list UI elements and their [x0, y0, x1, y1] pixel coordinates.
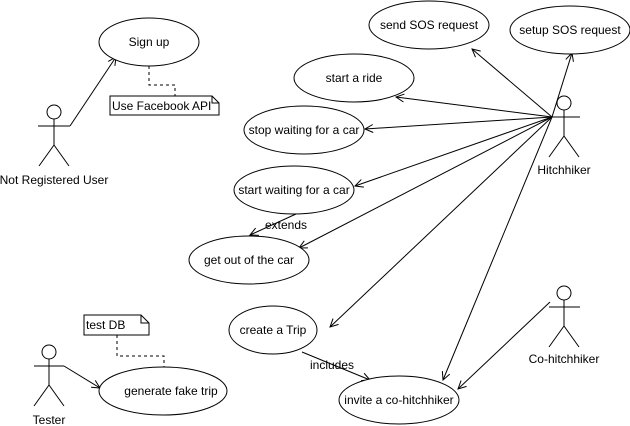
label-sign-up: Sign up — [129, 35, 170, 49]
label-create-trip: create a Trip — [240, 323, 307, 337]
label-start-waiting: start waiting for a car — [238, 183, 349, 197]
label-start-ride: start a ride — [326, 71, 383, 85]
includes-line — [301, 351, 370, 380]
note-anchors — [116, 66, 176, 368]
note-anchor-testdb — [116, 335, 165, 368]
assoc-hh-create-trip — [330, 116, 553, 327]
actor-co-hitchhiker[interactable] — [548, 285, 580, 348]
assoc-nru-signup — [69, 57, 116, 127]
assoc-hh-send-sos — [472, 49, 553, 118]
usecase-stop-waiting[interactable] — [243, 105, 365, 155]
assoc-cohh-invite — [458, 301, 551, 389]
usecase-setup-sos[interactable] — [509, 5, 630, 55]
note-facebook-api-text: Use Facebook API — [112, 99, 211, 113]
usecase-start-ride[interactable] — [293, 53, 415, 103]
actor-not-registered-user[interactable] — [38, 104, 70, 167]
assoc-tester-generate — [63, 365, 100, 388]
assoc-hh-start-waiting — [355, 116, 553, 186]
label-invite: invite a co-hitchhiker — [344, 393, 453, 407]
label-tester: Tester — [33, 413, 66, 426]
label-get-out: get out of the car — [204, 253, 294, 267]
use-case-shapes — [98, 0, 630, 425]
note-test-db: test DB — [83, 314, 150, 336]
usecase-sign-up[interactable] — [98, 17, 200, 67]
label-send-sos: send SOS request — [380, 18, 479, 32]
note-facebook-api: Use Facebook API — [109, 95, 220, 116]
extends-line — [250, 213, 297, 235]
note-test-db-text: test DB — [86, 318, 125, 332]
label-not-registered-user: Not Registered User — [0, 173, 108, 187]
usecase-invite[interactable] — [338, 375, 460, 425]
usecase-create-trip[interactable] — [228, 305, 318, 355]
association-lines — [63, 49, 572, 389]
usecase-generate-fake-trip[interactable] — [98, 366, 228, 416]
assoc-hh-start-ride — [396, 97, 553, 118]
actor-labels: Not Registered User Hitchhiker Tester Co… — [0, 163, 599, 426]
label-co-hitchhiker: Co-hitchhiker — [529, 352, 600, 366]
assoc-hh-setup-sos — [551, 53, 572, 118]
actor-tester[interactable] — [33, 344, 65, 407]
use-case-labels: Sign up send SOS request setup SOS reque… — [124, 18, 621, 407]
label-setup-sos: setup SOS request — [519, 23, 621, 37]
note-anchor-facebook — [148, 66, 176, 96]
assoc-hh-invite — [443, 116, 553, 380]
includes-label: includes — [310, 358, 354, 372]
assoc-hh-get-out — [299, 116, 553, 248]
extends-label: extends — [265, 218, 307, 232]
label-hitchhiker: Hitchhiker — [537, 163, 590, 177]
usecase-get-out[interactable] — [188, 235, 310, 285]
assoc-hh-stop-waiting — [365, 116, 553, 129]
usecase-send-sos[interactable] — [368, 0, 490, 50]
actor-hitchhiker[interactable] — [548, 95, 580, 158]
label-stop-waiting: stop waiting for a car — [249, 123, 360, 137]
label-generate-fake-trip: generate fake trip — [124, 384, 218, 398]
usecase-start-waiting[interactable] — [233, 165, 355, 215]
